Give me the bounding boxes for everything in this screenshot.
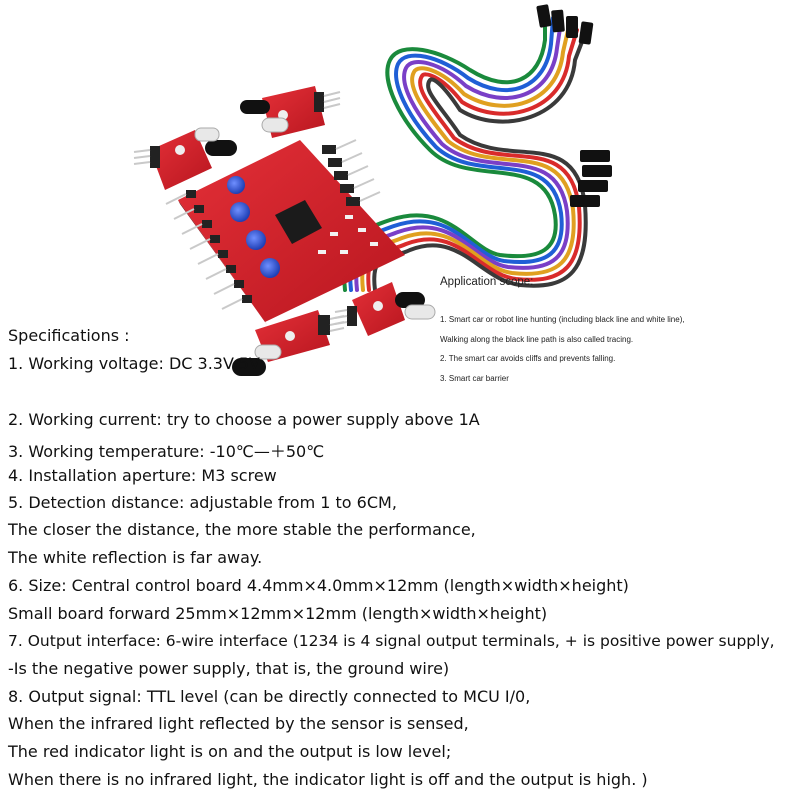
sensor-board-top — [240, 86, 341, 138]
spec-line: 3. Working temperature: -10℃—＋50℃ — [8, 442, 325, 461]
specifications-title: Specifications : — [8, 326, 130, 345]
spec-line: 1. Working voltage: DC 3.3V-5V — [8, 354, 260, 373]
potentiometer-knob — [246, 230, 266, 250]
dupont-connectors — [536, 4, 612, 207]
spec-line: 8. Output signal: TTL level (can be dire… — [8, 687, 531, 706]
spec-line: 2. Working current: try to choose a powe… — [8, 410, 480, 429]
spec-line: The red indicator light is on and the ou… — [8, 742, 452, 761]
main-control-board — [165, 139, 405, 326]
spec-line: -Is the negative power supply, that is, … — [8, 659, 450, 678]
spec-line: 5. Detection distance: adjustable from 1… — [8, 493, 397, 512]
application-scope-line: 1. Smart car or robot line hunting (incl… — [440, 315, 685, 324]
product-photo — [133, 4, 612, 376]
jumper-ribbon-cable — [342, 13, 588, 292]
application-scope-line: Walking along the black line path is als… — [440, 334, 634, 344]
application-scope-line: 2. The smart car avoids cliffs and preve… — [440, 354, 616, 363]
spec-line: 6. Size: Central control board 4.4mm×4.0… — [8, 576, 629, 595]
potentiometer-knob — [230, 202, 250, 222]
spec-line: The closer the distance, the more stable… — [8, 520, 476, 539]
application-scope-title: Application scope: — [440, 276, 534, 288]
potentiometer-knob — [260, 258, 280, 278]
potentiometer-knob — [227, 176, 245, 194]
sensor-board-left — [133, 127, 237, 190]
sensor-board-bottom — [232, 310, 345, 376]
spec-line: Small board forward 25mm×12mm×12mm (leng… — [8, 604, 548, 623]
application-scope: Application scope: 1. Smart car or robot… — [440, 276, 798, 388]
spec-line: When there is no infrared light, the ind… — [8, 770, 648, 789]
application-scope-line: 3. Smart car barrier — [440, 373, 509, 383]
spec-line: 7. Output interface: 6-wire interface (1… — [8, 632, 775, 650]
sensor-board-right — [334, 282, 436, 336]
spec-line: The white reflection is far away. — [8, 548, 263, 567]
spec-line: 4. Installation aperture: M3 screw — [8, 466, 277, 485]
spec-line: When the infrared light reflected by the… — [8, 714, 469, 733]
